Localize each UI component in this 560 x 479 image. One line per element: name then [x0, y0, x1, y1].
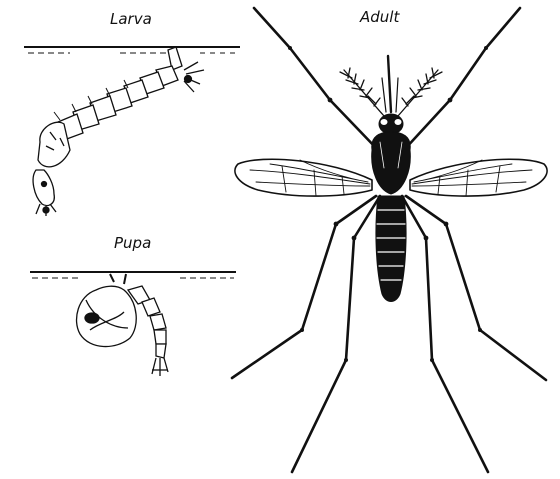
- larva-body: [33, 47, 204, 216]
- adult-mosquito-illustration: [232, 8, 547, 472]
- right-wing: [410, 159, 547, 196]
- adult-abdomen: [376, 196, 406, 302]
- larva-water-surface: [24, 47, 240, 53]
- pupa-illustration: [30, 272, 236, 376]
- pupa-water-surface: [30, 272, 236, 278]
- larva-illustration: [24, 47, 240, 216]
- proboscis: [382, 56, 398, 112]
- adult-thorax: [372, 132, 411, 194]
- left-wing: [235, 159, 372, 196]
- adult-head: [379, 114, 403, 134]
- pupa-body: [77, 274, 168, 376]
